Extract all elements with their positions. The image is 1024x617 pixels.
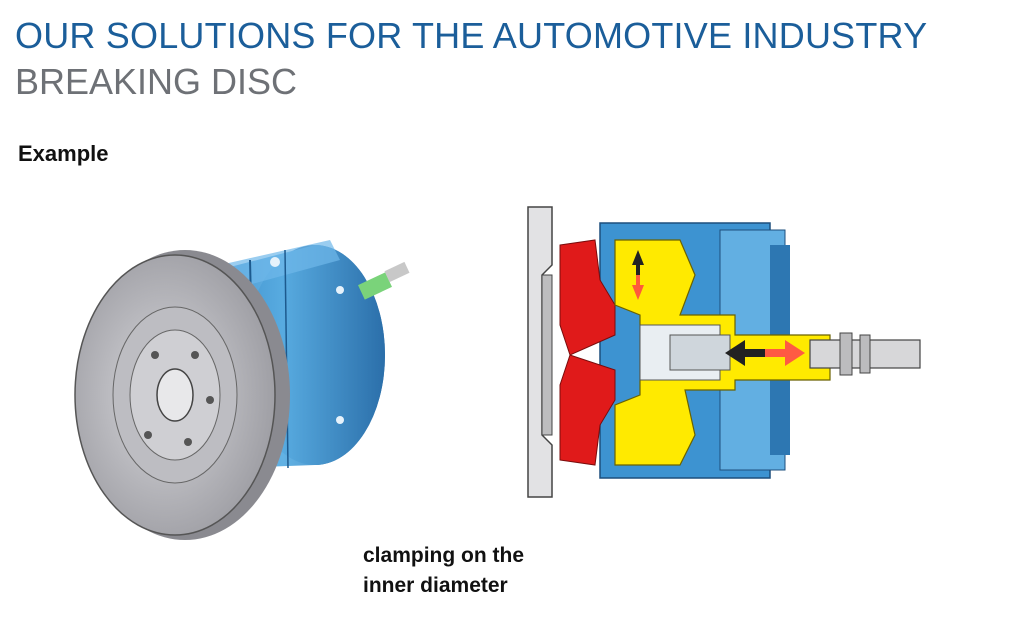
air-fitting	[358, 261, 410, 300]
clamping-mechanism	[614, 239, 831, 466]
motion-arrows	[632, 250, 805, 366]
clamping-jaws	[559, 239, 616, 466]
section-label: Example	[18, 141, 109, 166]
page-title: OUR SOLUTIONS FOR THE AUTOMOTIVE INDUSTR…	[15, 15, 928, 56]
brake-disc-isometric-illustration	[74, 240, 410, 540]
brake-disc	[74, 250, 290, 540]
caption-line-2: inner diameter	[363, 574, 508, 597]
page-subtitle: BREAKING DISC	[15, 61, 298, 102]
caption-line-1: clamping on the	[363, 544, 525, 567]
disc-profile	[527, 206, 553, 498]
draw-rod	[809, 332, 921, 376]
caption: clamping on the inner diameter	[363, 541, 603, 601]
chuck-cross-section-illustration	[527, 206, 921, 498]
